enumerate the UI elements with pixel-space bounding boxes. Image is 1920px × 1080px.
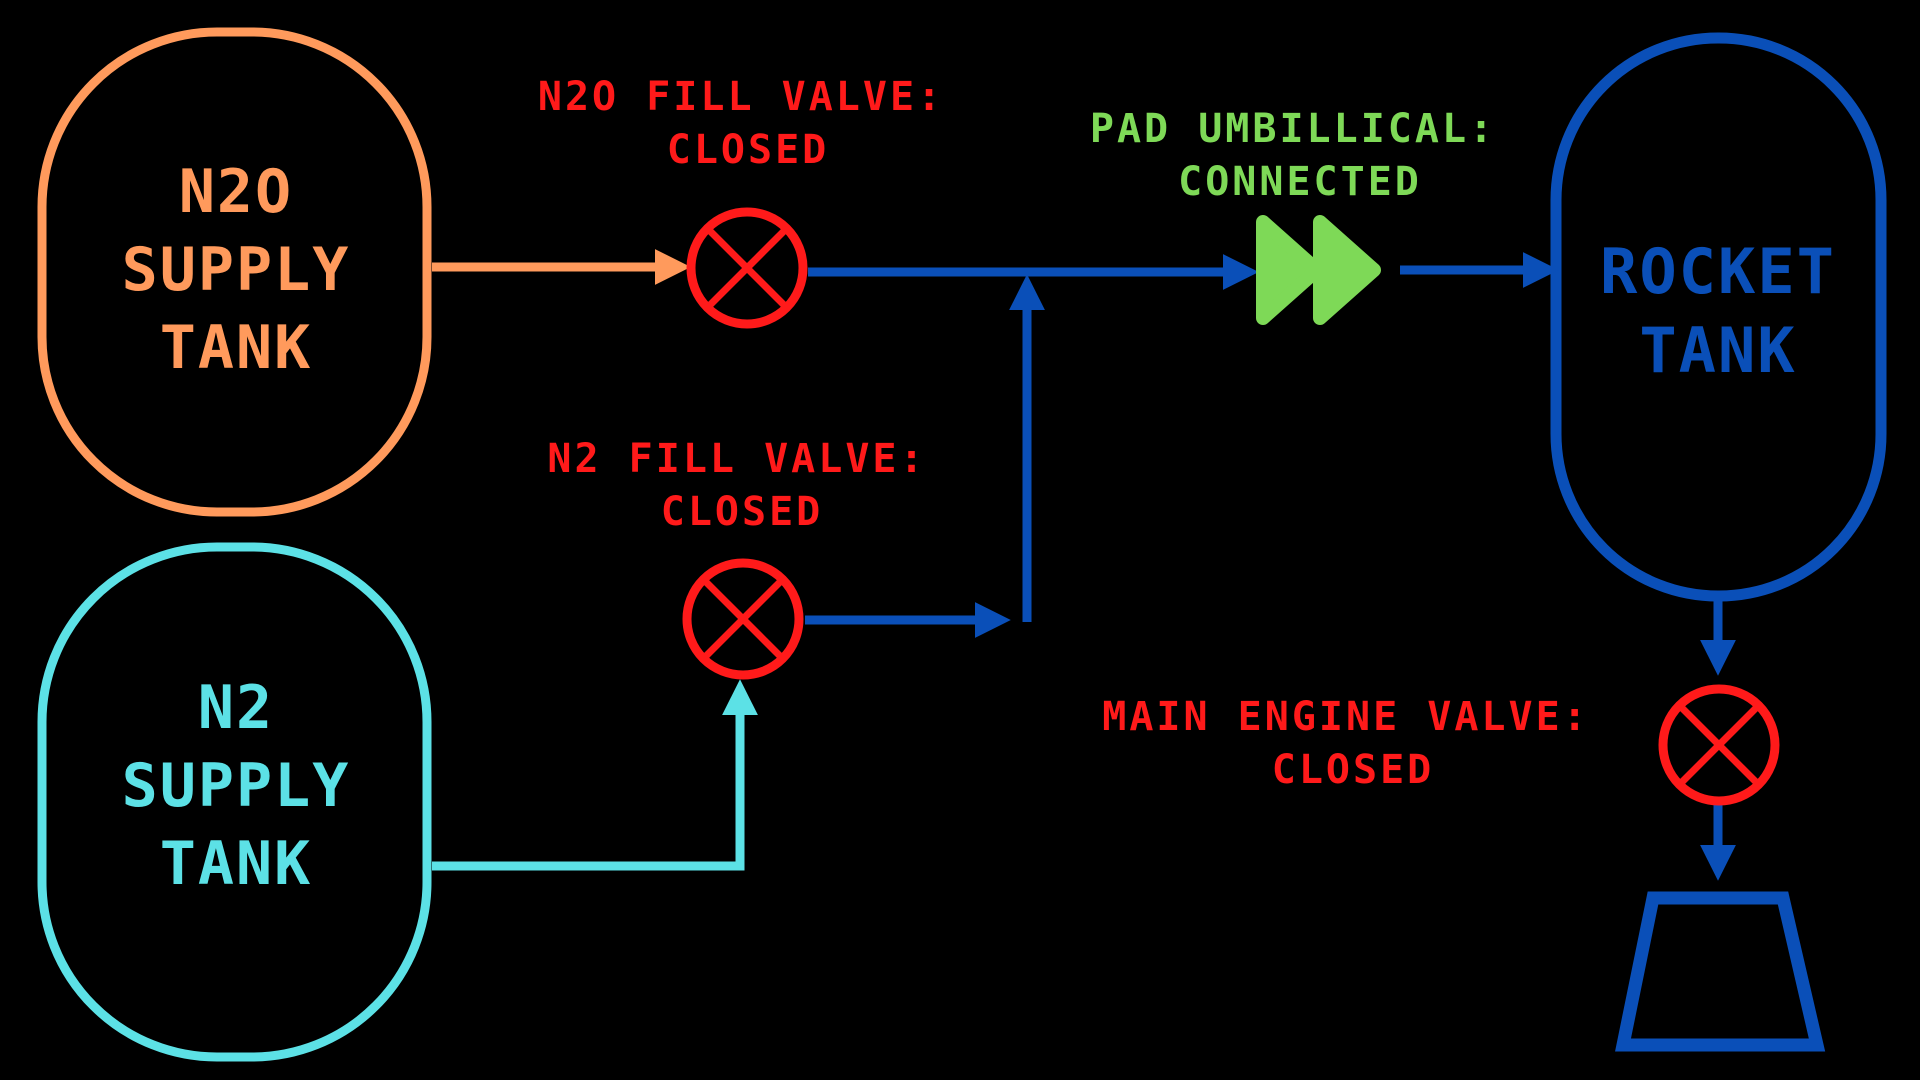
main-engine-valve[interactable]: MAIN ENGINE VALVE: CLOSED — [1102, 684, 1780, 806]
fast-forward-icon — [1256, 215, 1381, 325]
n2-supply-tank: N2 SUPPLY TANK — [37, 542, 432, 1062]
n2-tank-label-line2: SUPPLY — [122, 751, 351, 821]
valve-closed-icon — [682, 558, 804, 680]
pipes — [432, 249, 1736, 881]
rocket-tank-label-line1: ROCKET — [1600, 235, 1836, 308]
n2-supply-pipe — [432, 679, 758, 871]
pad-umbilical-label: PAD UMBILLICAL: — [1090, 106, 1496, 152]
rocket-tank-label-line2: TANK — [1639, 314, 1796, 387]
n2o-supply-tank: N2O SUPPLY TANK — [37, 27, 432, 517]
valve-closed-icon — [1658, 684, 1780, 806]
n2-fill-valve[interactable]: N2 FILL VALVE: CLOSED — [547, 436, 926, 680]
n2o-tank-label-line3: TANK — [160, 313, 313, 383]
n2o-fill-valve-label: N2O FILL VALVE: — [538, 74, 944, 120]
valve-closed-icon — [686, 207, 808, 329]
n2o-fill-valve-state: CLOSED — [667, 127, 830, 173]
n2-fill-valve-state: CLOSED — [661, 489, 824, 535]
n2-tank-label-line1: N2 — [198, 673, 274, 743]
engine-nozzle-icon — [1615, 891, 1826, 1052]
main-engine-valve-state: CLOSED — [1272, 747, 1435, 793]
pad-umbilical-state: CONNECTED — [1178, 159, 1422, 205]
n2-fill-valve-label: N2 FILL VALVE: — [547, 436, 926, 482]
rocket-tank: ROCKET TANK — [1550, 32, 1887, 602]
n2-tank-label-line3: TANK — [160, 829, 313, 899]
n2o-tank-label-line1: N2O — [179, 157, 293, 227]
main-engine-valve-label: MAIN ENGINE VALVE: — [1102, 694, 1589, 740]
n2o-fill-valve[interactable]: N2O FILL VALVE: CLOSED — [538, 74, 944, 329]
n2o-tank-label-line2: SUPPLY — [122, 235, 351, 305]
pad-umbilical[interactable]: PAD UMBILLICAL: CONNECTED — [1090, 106, 1496, 325]
